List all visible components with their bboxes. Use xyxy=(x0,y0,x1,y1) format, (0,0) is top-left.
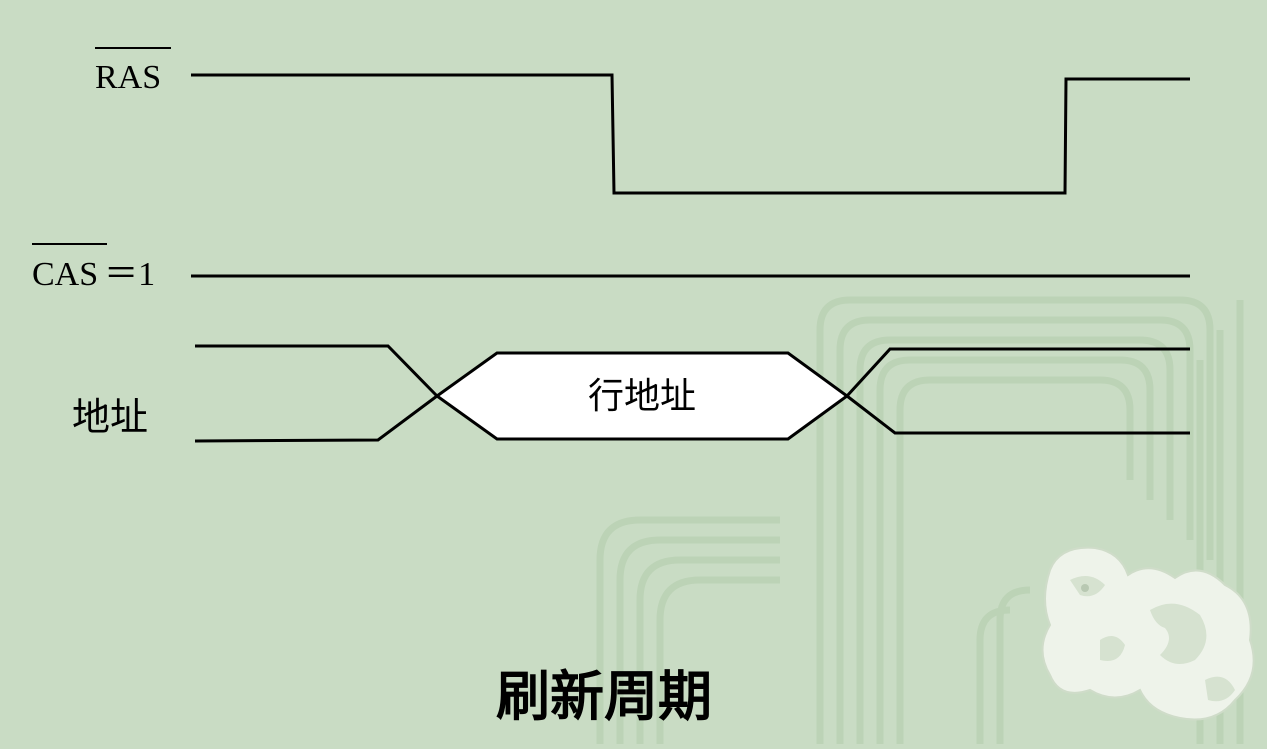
cas-suffix: ＝1 xyxy=(104,256,155,293)
address-bus-right-low xyxy=(846,394,1190,435)
address-label: 地址 xyxy=(72,397,148,439)
cas-label: CAS xyxy=(32,256,98,293)
svg-text:CAS＝1: CAS＝1 xyxy=(32,256,155,293)
address-bus-left-low xyxy=(194,394,438,443)
dragon-ornament-icon xyxy=(1041,546,1255,721)
refresh-cycle-caption: 刷新周期 xyxy=(496,667,712,727)
row-address-label: 行地址 xyxy=(588,376,696,416)
ras-label: RAS xyxy=(95,59,161,96)
address-bus-left-high xyxy=(195,344,439,398)
address-bus-right-high xyxy=(845,347,1190,398)
ras-waveform xyxy=(191,73,1190,195)
